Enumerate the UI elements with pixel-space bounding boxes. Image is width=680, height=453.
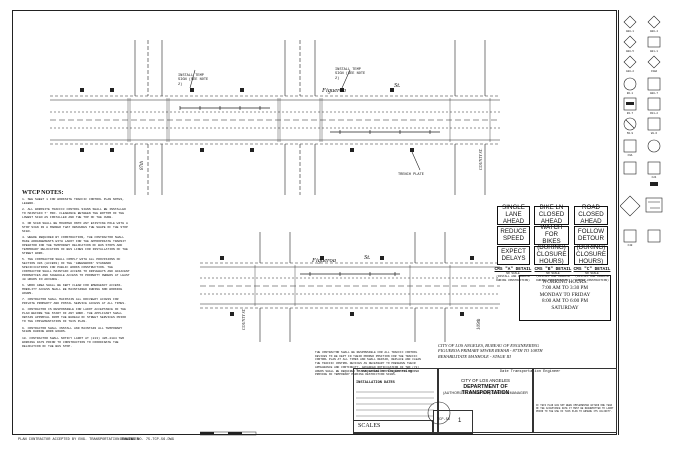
sign-code: C40 <box>627 244 633 247</box>
sign-code: R11-2 <box>650 112 658 115</box>
cms-sign-a3: EXPECT DELAYS <box>497 246 530 265</box>
cms-detail-a-title: CMS "A" DETAIL <box>494 267 532 272</box>
sign-code: R4-7 <box>626 112 634 115</box>
cms-detail-b-title: CMS "B" DETAIL <box>534 267 572 272</box>
dept-label: DEPARTMENT OF TRANSPORTATION <box>461 384 510 396</box>
wtcp-note: 3. NO SIGN SHALL BE MOUNTED ONTO ANY EXI… <box>22 221 128 234</box>
cms-detail-a: CMS "A" DETAIL NO SCALE (INSTALL AND OPE… <box>492 267 534 282</box>
sign-code: W1-6 <box>650 132 658 135</box>
date-label: Date Transportation Engineer <box>500 370 561 374</box>
project-line-3: REHABILITATE MANHOLE - STAGE III <box>438 353 511 359</box>
cms-detail-c-title: CMS "C" DETAIL <box>573 267 611 272</box>
sign-code: W20-4 <box>650 30 658 33</box>
installation-dates-label: INSTALLATION DATES <box>356 381 395 385</box>
cms-detail-b-sub: NO SCALE (INSTALL AND OPERATE DURING CON… <box>536 272 570 282</box>
cms-sign-c3: (DURING) CLOSURE HOURS) <box>574 244 608 265</box>
contractor-note: THE CONTRACTOR SHALL BE RESPONSIBLE FOR … <box>315 351 421 377</box>
drawing-sheet-border <box>12 10 617 435</box>
project-line-1: CITY OF LOS ANGELES, BUREAU OF ENGINEERI… <box>438 343 540 348</box>
cms-sign-c2: FOLLOW DETOUR <box>574 226 608 245</box>
street-name-side-left-top: 87th <box>140 161 145 170</box>
cms-detail-c-sub: NO SCALE (INSTALL AND OPERATE DURING CON… <box>575 272 609 282</box>
cms-sign-b1: BIKE LN CLOSED AHEAD <box>534 204 569 225</box>
scales-cell <box>353 420 433 434</box>
cms-sign-b2: WATCH FOR BIKES <box>534 224 569 245</box>
sign-code: R2-1 <box>626 92 634 95</box>
sign-code: C9A <box>627 154 633 157</box>
cms-detail-c: CMS "C" DETAIL NO SCALE (INSTALL AND OPE… <box>572 267 612 282</box>
sign-legend-strip <box>618 10 669 435</box>
sign-code: C30A <box>650 70 658 73</box>
sign-code: W20-7 <box>650 92 658 95</box>
cms-sign-a2: REDUCE SPEED <box>497 226 530 245</box>
city-label: CITY OF LOS ANGELES <box>461 378 510 383</box>
wtcp-note: 4. WHERE REQUIRED BY CONSTRUCTION, THE C… <box>22 235 128 256</box>
working-hours-box: WORKING HOURS: 7:00 AM TO 3:30 PM MONDAY… <box>519 275 611 321</box>
sign-code: C24 <box>651 176 657 179</box>
sign-code: W20-1 <box>626 30 634 33</box>
wtcp-note: 5. THE CONTRACTOR SHALL COMPLY WITH ALL … <box>22 257 130 281</box>
street-name-side-left-bottom: COUNTY ST. <box>241 308 246 331</box>
project-title: CITY OF LOS ANGELES, BUREAU OF ENGINEERI… <box>438 343 613 359</box>
footer-validity-note: IF THIS PLAN HAS NOT BEEN IMPLEMENTED WI… <box>536 404 614 413</box>
title-block-right <box>533 368 617 433</box>
top-plan-view <box>50 40 500 195</box>
cms-detail-a-sub: NO SCALE (INSTALL AND OPERATE DURING CON… <box>496 272 530 282</box>
sign-code: W21-1 <box>650 50 658 53</box>
sign-code: W20-5 <box>626 50 634 53</box>
title-block-center <box>438 368 533 433</box>
callout-install-temp-sign-2: INSTALL TEMP SIGN (SEE NOTE 2) <box>335 68 366 81</box>
wtcp-note: 6. WORK AREA SHALL BE KEPT CLEAR FOR EME… <box>22 283 123 295</box>
drawing-no: TCP-56 <box>437 418 450 422</box>
graphic-scale-bar <box>200 431 257 436</box>
street-name-figueroa-top: Figueroa <box>322 87 346 94</box>
street-name-side-right-top: COUNTY ST. <box>478 148 483 171</box>
north-arrow-icon <box>427 401 451 425</box>
street-name-st-bottom: St. <box>364 254 371 261</box>
street-name-side-right-bottom: 109th <box>477 318 482 330</box>
cms-sign-c1: ROAD CLOSED AHEAD <box>574 204 608 225</box>
title-block-left <box>353 368 438 433</box>
cms-detail-b: CMS "B" DETAIL NO SCALE (INSTALL AND OPE… <box>532 267 574 282</box>
sheet-no: 1 <box>458 418 462 424</box>
wtcp-note: 7. CONTRACTOR SHALL MAINTAIN ALL DRIVEWA… <box>22 297 126 306</box>
wtcp-note: 8. CONTRACTOR IS RESPONSIBLE FOR LADOT A… <box>22 307 126 324</box>
street-name-figueroa-bottom: Figueroa <box>312 257 336 264</box>
project-line-2: FIGUEROA PRIMARY SEWER REHAB - 87TH TO 1… <box>438 348 543 354</box>
gm-label: (AUTHORIZED SIGNATURE) GENERAL MANAGER <box>443 391 528 395</box>
title-block-lines <box>356 391 434 417</box>
callout-trench-plate: TRENCH PLATE <box>398 173 424 177</box>
wtcp-notes: WTCP NOTES: 1. SEE SHEET 1 FOR WORKSITE … <box>22 190 130 351</box>
footer-left: PLAN CONTRACTOR ACCEPTED BY ENG. TRANSPO… <box>18 438 139 442</box>
sign-code: G20-2 <box>626 70 634 73</box>
cms-sign-a1: SINGLE LANE AHEAD <box>497 204 530 225</box>
wtcp-note: 9. CONTRACTOR SHALL INSTALL AND MAINTAIN… <box>22 325 123 334</box>
sign-legend-icons <box>620 15 663 243</box>
wtcp-notes-title: WTCP NOTES: <box>22 190 64 196</box>
sign-code: M4-9 <box>626 132 634 135</box>
drawing-no-cell <box>433 410 473 434</box>
wtcp-note: 10. CONTRACTOR SHALL NOTIFY LADOT AT (21… <box>22 335 125 348</box>
street-name-st-top: St. <box>394 82 401 89</box>
footer-mid: DRAWING NO. 75-TCP-56.DWG <box>120 438 174 442</box>
bottom-plan-view <box>200 232 500 342</box>
wtcp-note: 2. ALL WORKSITE TRAFFIC CONTROL SIGNS SH… <box>22 207 126 220</box>
wtcp-note: 1. SEE SHEET 1 FOR WORKSITE TRAFFIC CONT… <box>22 197 125 205</box>
prepared-by: Transportation Engineering <box>356 370 413 374</box>
callout-install-temp-sign-1: INSTALL TEMP SIGN (SEE NOTE 2) <box>178 74 209 87</box>
cms-sign-b3: (DURING) CLOSURE HOURS) <box>534 244 569 265</box>
scales-label: SCALES <box>358 423 381 429</box>
